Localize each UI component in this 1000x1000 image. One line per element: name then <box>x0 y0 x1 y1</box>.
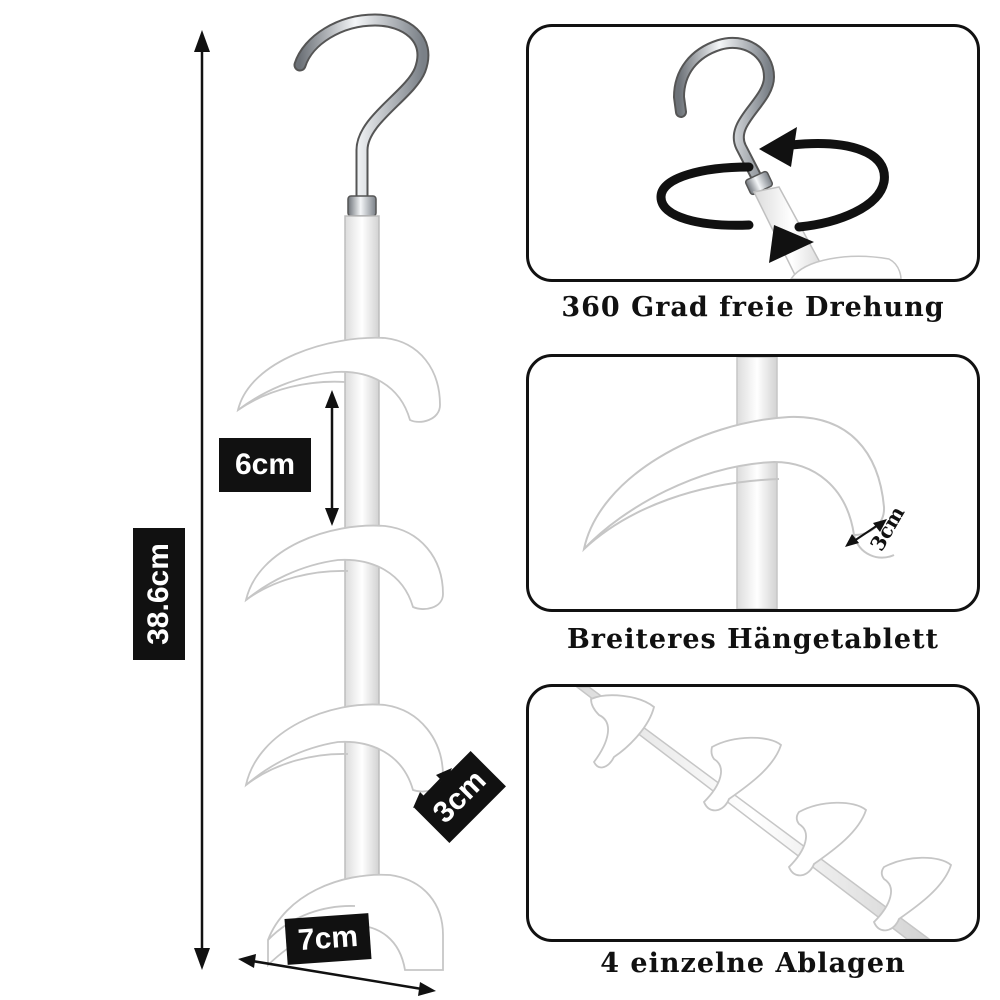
product-dimension-illustration <box>194 13 452 996</box>
tray <box>872 856 953 932</box>
total-height-arrow <box>194 30 210 970</box>
tray <box>790 255 902 279</box>
tray <box>787 801 868 877</box>
tray-width-label: 7cm <box>284 913 372 965</box>
hook-icon <box>672 36 776 196</box>
rotation-caption: 360 Grad freie Drehung <box>561 292 945 323</box>
pole <box>736 357 778 609</box>
pole <box>575 687 931 939</box>
rotation-panel <box>526 24 980 282</box>
four-trays-panel <box>526 684 980 942</box>
total-height-label: 38.6cm <box>133 528 185 660</box>
tray-spacing-label: 6cm <box>219 438 311 492</box>
tray <box>590 694 656 769</box>
tray-width-arrow <box>238 954 436 996</box>
rotation-arrow-head <box>769 225 814 263</box>
wider-tray-illustration <box>582 357 895 609</box>
wider-tray-panel: 3cm <box>526 354 980 612</box>
hook-icon <box>293 13 430 217</box>
wider-tray-caption: Breiteres Hängetablett <box>566 624 940 655</box>
rotation-arrow-icon <box>656 139 889 232</box>
tray-depth-arrow <box>845 519 887 547</box>
rotation-arrow-head <box>759 127 797 167</box>
tray <box>236 336 441 423</box>
tray-spacing-arrow <box>325 390 339 526</box>
tray <box>244 524 444 610</box>
rotation-illustration <box>656 36 902 279</box>
tray <box>702 736 783 812</box>
four-trays-caption: 4 einzelne Ablagen <box>600 948 906 979</box>
pole <box>344 215 380 917</box>
four-trays-illustration <box>575 687 953 939</box>
